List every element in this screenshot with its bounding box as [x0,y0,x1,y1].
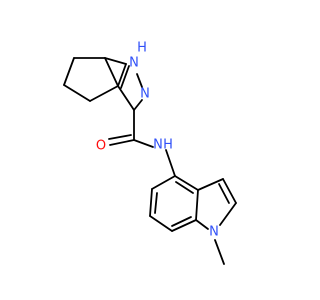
bond [104,57,119,87]
bond [171,216,192,227]
pyrazole-n2-label: N [140,87,150,102]
bond [165,149,176,177]
amide-nitrogen-label: H [163,138,173,153]
bond [133,139,154,148]
bond [174,175,199,191]
nh-hydrogen-label: H [137,41,147,56]
bond [108,134,132,140]
indole-nitrogen-label: N [209,225,219,240]
chemical-structure-diagram: H N N O N H N [63,40,237,265]
carbonyl-oxygen-label: O [96,139,106,154]
bond [63,84,91,102]
bond [63,57,75,86]
bond [109,139,135,146]
bond [222,178,237,204]
bond [117,85,135,111]
bond [171,219,197,232]
molecule-drawing: H N N O N H N [63,41,237,265]
bond [136,73,143,88]
bond [197,178,224,191]
bond [133,99,143,111]
bond [104,57,127,65]
pyrazole-n1-label: N [129,56,139,71]
bond [175,181,194,194]
bond [195,219,209,230]
bond [214,239,225,265]
amide-hydrogen-label: N [153,138,163,153]
bond [154,192,158,214]
bond [117,63,127,87]
bond [149,188,153,217]
bond [89,85,119,102]
bond [151,175,176,190]
bond [195,189,199,221]
bond [218,183,230,204]
bond [219,202,237,226]
bond [120,65,130,89]
bond [149,215,173,232]
